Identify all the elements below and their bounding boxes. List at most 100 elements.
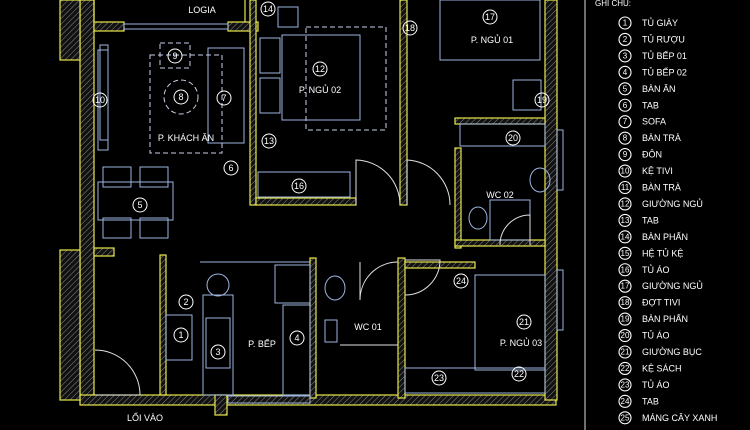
legend-label: KỆ TIVI: [642, 166, 673, 176]
legend-label: KỆ SÁCH: [642, 363, 682, 373]
legend-label: TỦ ÁO: [642, 330, 670, 341]
wall-wc02-left: [454, 147, 462, 249]
plan-marker-4: 4: [289, 330, 305, 346]
room-label-bedroom-03: P. NGỦ 03: [500, 337, 542, 348]
legend-label: TAB: [642, 100, 659, 110]
legend-number: 1: [623, 19, 628, 28]
legend-label: BÀN TRÀ: [642, 183, 681, 193]
legend-label: BÀN PHẤN: [642, 314, 688, 324]
legend-item: 3 TỦ BẾP 01: [618, 49, 687, 63]
legend-number-circle: [618, 411, 632, 425]
legend-number-circle: [618, 98, 632, 112]
legend-number-circle: [618, 148, 632, 162]
plan-marker-6: 6: [223, 160, 239, 176]
coffee-table: [163, 79, 199, 115]
legend-number-circle: [618, 263, 632, 277]
kitchen-cabinet-01: [205, 317, 231, 369]
legend-number: 12: [621, 199, 630, 208]
marker-number: 20: [508, 133, 518, 143]
legend-label: TAB: [642, 396, 659, 406]
legend-label: GIƯỜNG NGỦ: [642, 198, 703, 209]
legend-number: 8: [623, 134, 628, 143]
marker-number: 16: [294, 181, 304, 191]
wall-kitchen-top: [93, 247, 115, 257]
marker-number: 23: [434, 373, 444, 383]
plan-marker-21: 21: [516, 314, 532, 330]
marker-number: 3: [215, 347, 220, 357]
wall-shoe-cabinet: [159, 254, 167, 396]
room-label-entrance: LỐI VÀO: [127, 412, 163, 423]
legend-number-circle: [618, 394, 632, 408]
room-label-wc-02: WC 02: [486, 190, 514, 200]
legend-label: TỦ ÁO: [642, 379, 670, 390]
marker-circle: [511, 366, 527, 382]
legend-title: GHI CHÚ:: [595, 0, 631, 8]
legend-number: 21: [621, 348, 630, 357]
plan-marker-24: 24: [453, 273, 469, 289]
legend-label: HỆ TỦ KỆ: [642, 247, 683, 258]
legend-label: BÀN PHẤN: [642, 232, 688, 242]
plan-marker-3: 3: [210, 344, 226, 360]
marker-circle: [312, 61, 328, 77]
legend-number: 25: [621, 413, 630, 422]
room-label-wc-01: WC 01: [354, 322, 382, 332]
wardrobe-16: [257, 171, 351, 198]
legend-number: 11: [621, 183, 630, 192]
plan-marker-19: 19: [534, 92, 550, 108]
marker-circle: [260, 1, 276, 17]
marker-number: 14: [263, 4, 273, 14]
legend-number-circle: [618, 328, 632, 343]
legend-item: 11 BÀN TRÀ: [618, 180, 681, 195]
marker-number: 6: [228, 163, 233, 173]
plan-marker-5: 5: [132, 197, 148, 213]
wall-left: [79, 0, 95, 401]
legend-number: 13: [621, 216, 630, 225]
wall-outer-top: [59, 0, 81, 61]
furniture: [97, 0, 551, 396]
legend-number: 18: [621, 298, 630, 307]
bed-02: [281, 34, 361, 121]
marker-number: 8: [178, 92, 183, 102]
marker-circle: [534, 92, 550, 108]
legend-label: TỦ ÁO: [642, 264, 670, 275]
legend-number-circle: [618, 131, 632, 145]
plan-marker-17: 17: [482, 9, 498, 25]
legend-number: 2: [623, 35, 628, 44]
platform-bed: [474, 274, 546, 371]
wall-wc01-right: [397, 257, 406, 399]
marker-circle: [402, 20, 418, 36]
plan-marker-1: 1: [173, 327, 189, 343]
marker-number: 2: [183, 297, 188, 307]
plan-marker-14: 14: [260, 1, 276, 17]
legend-number: 3: [623, 51, 628, 60]
marker-circle: [482, 9, 498, 25]
legend-number-circle: [618, 246, 632, 260]
legend-number-circle: [618, 164, 632, 178]
marker-number: 4: [294, 333, 299, 343]
legend-number-circle: [618, 32, 632, 47]
ottoman: [159, 42, 191, 69]
legend-number-circle: [618, 180, 632, 195]
legend-number-circle: [618, 378, 632, 392]
legend-number: 20: [621, 331, 630, 340]
legend-label: GIƯỜNG BỤC: [642, 347, 702, 357]
legend-label: ĐÔN: [642, 150, 662, 160]
legend-label: SOFA: [642, 117, 666, 127]
marker-circle: [291, 178, 307, 194]
marker-number: 17: [485, 12, 495, 22]
legend-label: TỦ BẾP 01: [642, 50, 687, 61]
walls: [59, 0, 558, 416]
legend-number: 15: [621, 249, 630, 258]
legend-item: 15 HỆ TỦ KỆ: [618, 246, 683, 260]
